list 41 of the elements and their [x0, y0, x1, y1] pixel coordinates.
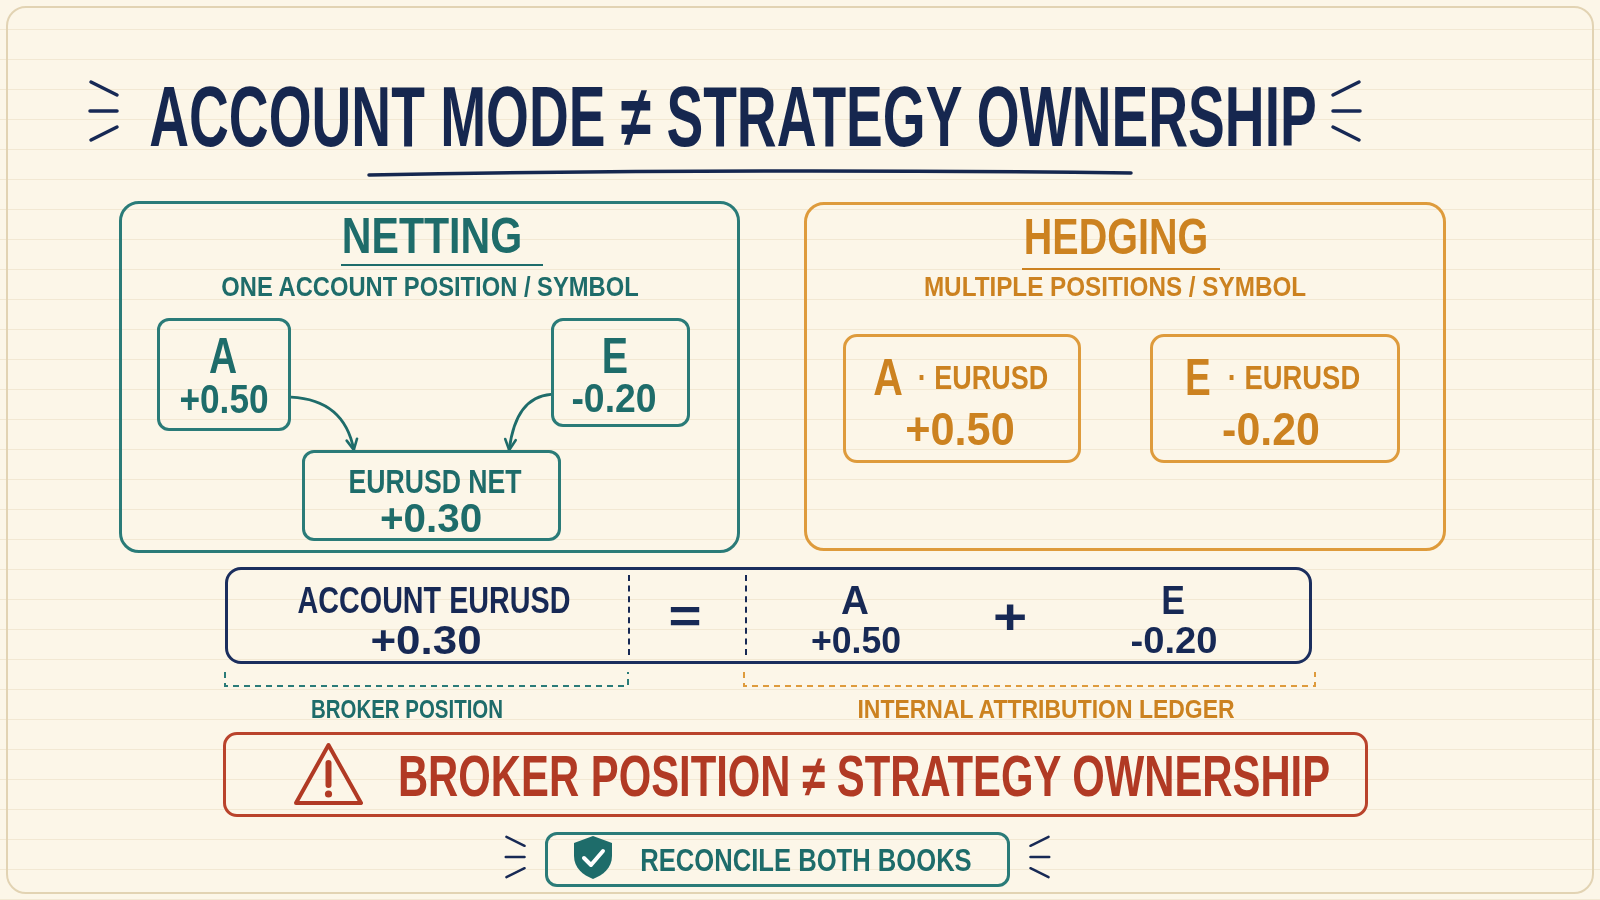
position-value: +0.50	[810, 623, 902, 659]
strategy-letter: E	[601, 331, 629, 381]
symbol-label: · EURUSD	[1227, 360, 1361, 394]
title: ACCOUNT MODE ≠ STRATEGY OWNERSHIP	[149, 73, 1317, 159]
bracket-label: BROKER POSITION	[310, 696, 504, 722]
panel-heading: HEDGING	[1023, 212, 1209, 262]
panel-heading: NETTING	[341, 211, 523, 261]
position-value: -0.20	[571, 378, 657, 418]
strategy-letter: E	[1185, 351, 1211, 403]
equation-box	[225, 567, 1312, 664]
panel	[119, 201, 740, 553]
position-box	[157, 318, 291, 431]
arrow	[504, 392, 553, 452]
position-value: -0.20	[1222, 406, 1320, 452]
action-pill	[545, 832, 1010, 887]
position-box	[551, 318, 690, 427]
strategy-letter: A	[841, 580, 869, 620]
position-box	[1150, 334, 1400, 463]
net-position-box	[302, 450, 561, 541]
warning-text: BROKER POSITION ≠ STRATEGY OWNERSHIP	[397, 747, 1331, 805]
strategy-letter: A	[208, 331, 238, 381]
warning-banner	[223, 732, 1368, 817]
panel	[804, 202, 1446, 551]
panel-subtitle: MULTIPLE POSITIONS / SYMBOL	[923, 273, 1307, 301]
plus-sign: +	[992, 592, 1028, 642]
symbol-label: EURUSD NET	[348, 464, 522, 498]
panel-subtitle: ONE ACCOUNT POSITION / SYMBOL	[221, 273, 639, 301]
arrow	[289, 395, 358, 452]
position-value: +0.30	[379, 498, 483, 538]
strategy-letter: E	[1161, 580, 1185, 620]
bracket-label: INTERNAL ATTRIBUTION LEDGER	[857, 696, 1235, 722]
position-box	[843, 334, 1081, 463]
symbol-label: · EURUSD	[917, 360, 1049, 394]
equals-sign: =	[668, 593, 702, 641]
account-label: ACCOUNT EURUSD	[297, 583, 571, 619]
position-value: -0.20	[1130, 623, 1218, 659]
position-value: +0.30	[370, 620, 482, 660]
position-value: +0.50	[179, 379, 269, 419]
position-value: +0.50	[905, 406, 1015, 452]
strategy-letter: A	[873, 351, 903, 403]
action-label: RECONCILE BOTH BOOKS	[640, 844, 972, 876]
